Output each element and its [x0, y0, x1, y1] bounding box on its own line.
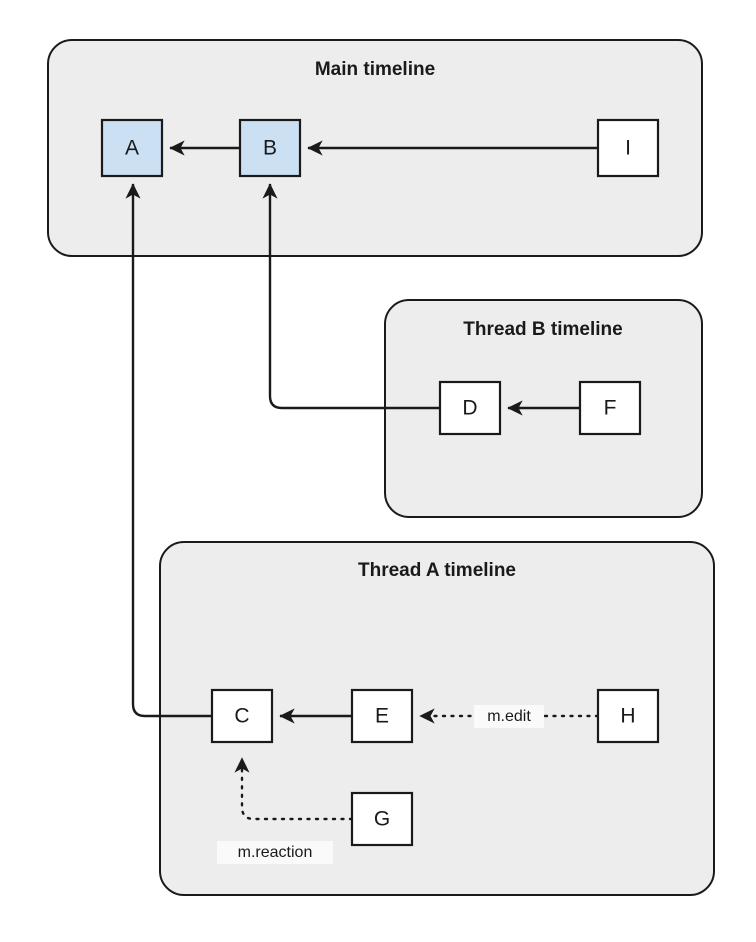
edge-label-m-edit: m.edit — [487, 708, 531, 725]
node-f[interactable]: F — [578, 380, 642, 436]
group-thread-a-timeline — [159, 541, 715, 896]
node-b-label: B — [263, 137, 277, 160]
edge-labels: m.edit m.reaction — [217, 705, 544, 864]
node-i-label: I — [625, 137, 631, 160]
group-title-thread-a: Thread A timeline — [358, 560, 516, 581]
nodes: A B I D F C E — [100, 118, 660, 847]
node-e-label: E — [375, 705, 389, 728]
edge-label-bg-m-reaction — [217, 841, 333, 864]
group-title-thread-b: Thread B timeline — [463, 319, 622, 340]
node-d[interactable]: D — [438, 380, 502, 436]
node-e[interactable]: E — [350, 688, 414, 744]
node-g[interactable]: G — [350, 791, 414, 847]
node-c-label: C — [234, 705, 249, 728]
node-a[interactable]: A — [100, 118, 164, 178]
node-d-label: D — [462, 397, 477, 420]
node-i[interactable]: I — [596, 118, 660, 178]
node-b[interactable]: B — [238, 118, 302, 178]
node-g-label: G — [374, 808, 390, 831]
node-h-label: H — [620, 705, 635, 728]
edge-d-to-b — [262, 183, 440, 410]
edges — [125, 140, 600, 821]
node-a-label: A — [125, 137, 139, 160]
edge-label-bg-m-edit — [474, 705, 544, 728]
node-f-label: F — [604, 397, 617, 420]
group-title-main: Main timeline — [315, 59, 435, 80]
node-c[interactable]: C — [210, 688, 274, 744]
group-titles: Main timeline Thread B timeline Thread A… — [315, 59, 623, 581]
edge-c-to-a — [125, 183, 212, 718]
edge-label-m-reaction: m.reaction — [238, 844, 313, 861]
node-h[interactable]: H — [596, 688, 660, 744]
